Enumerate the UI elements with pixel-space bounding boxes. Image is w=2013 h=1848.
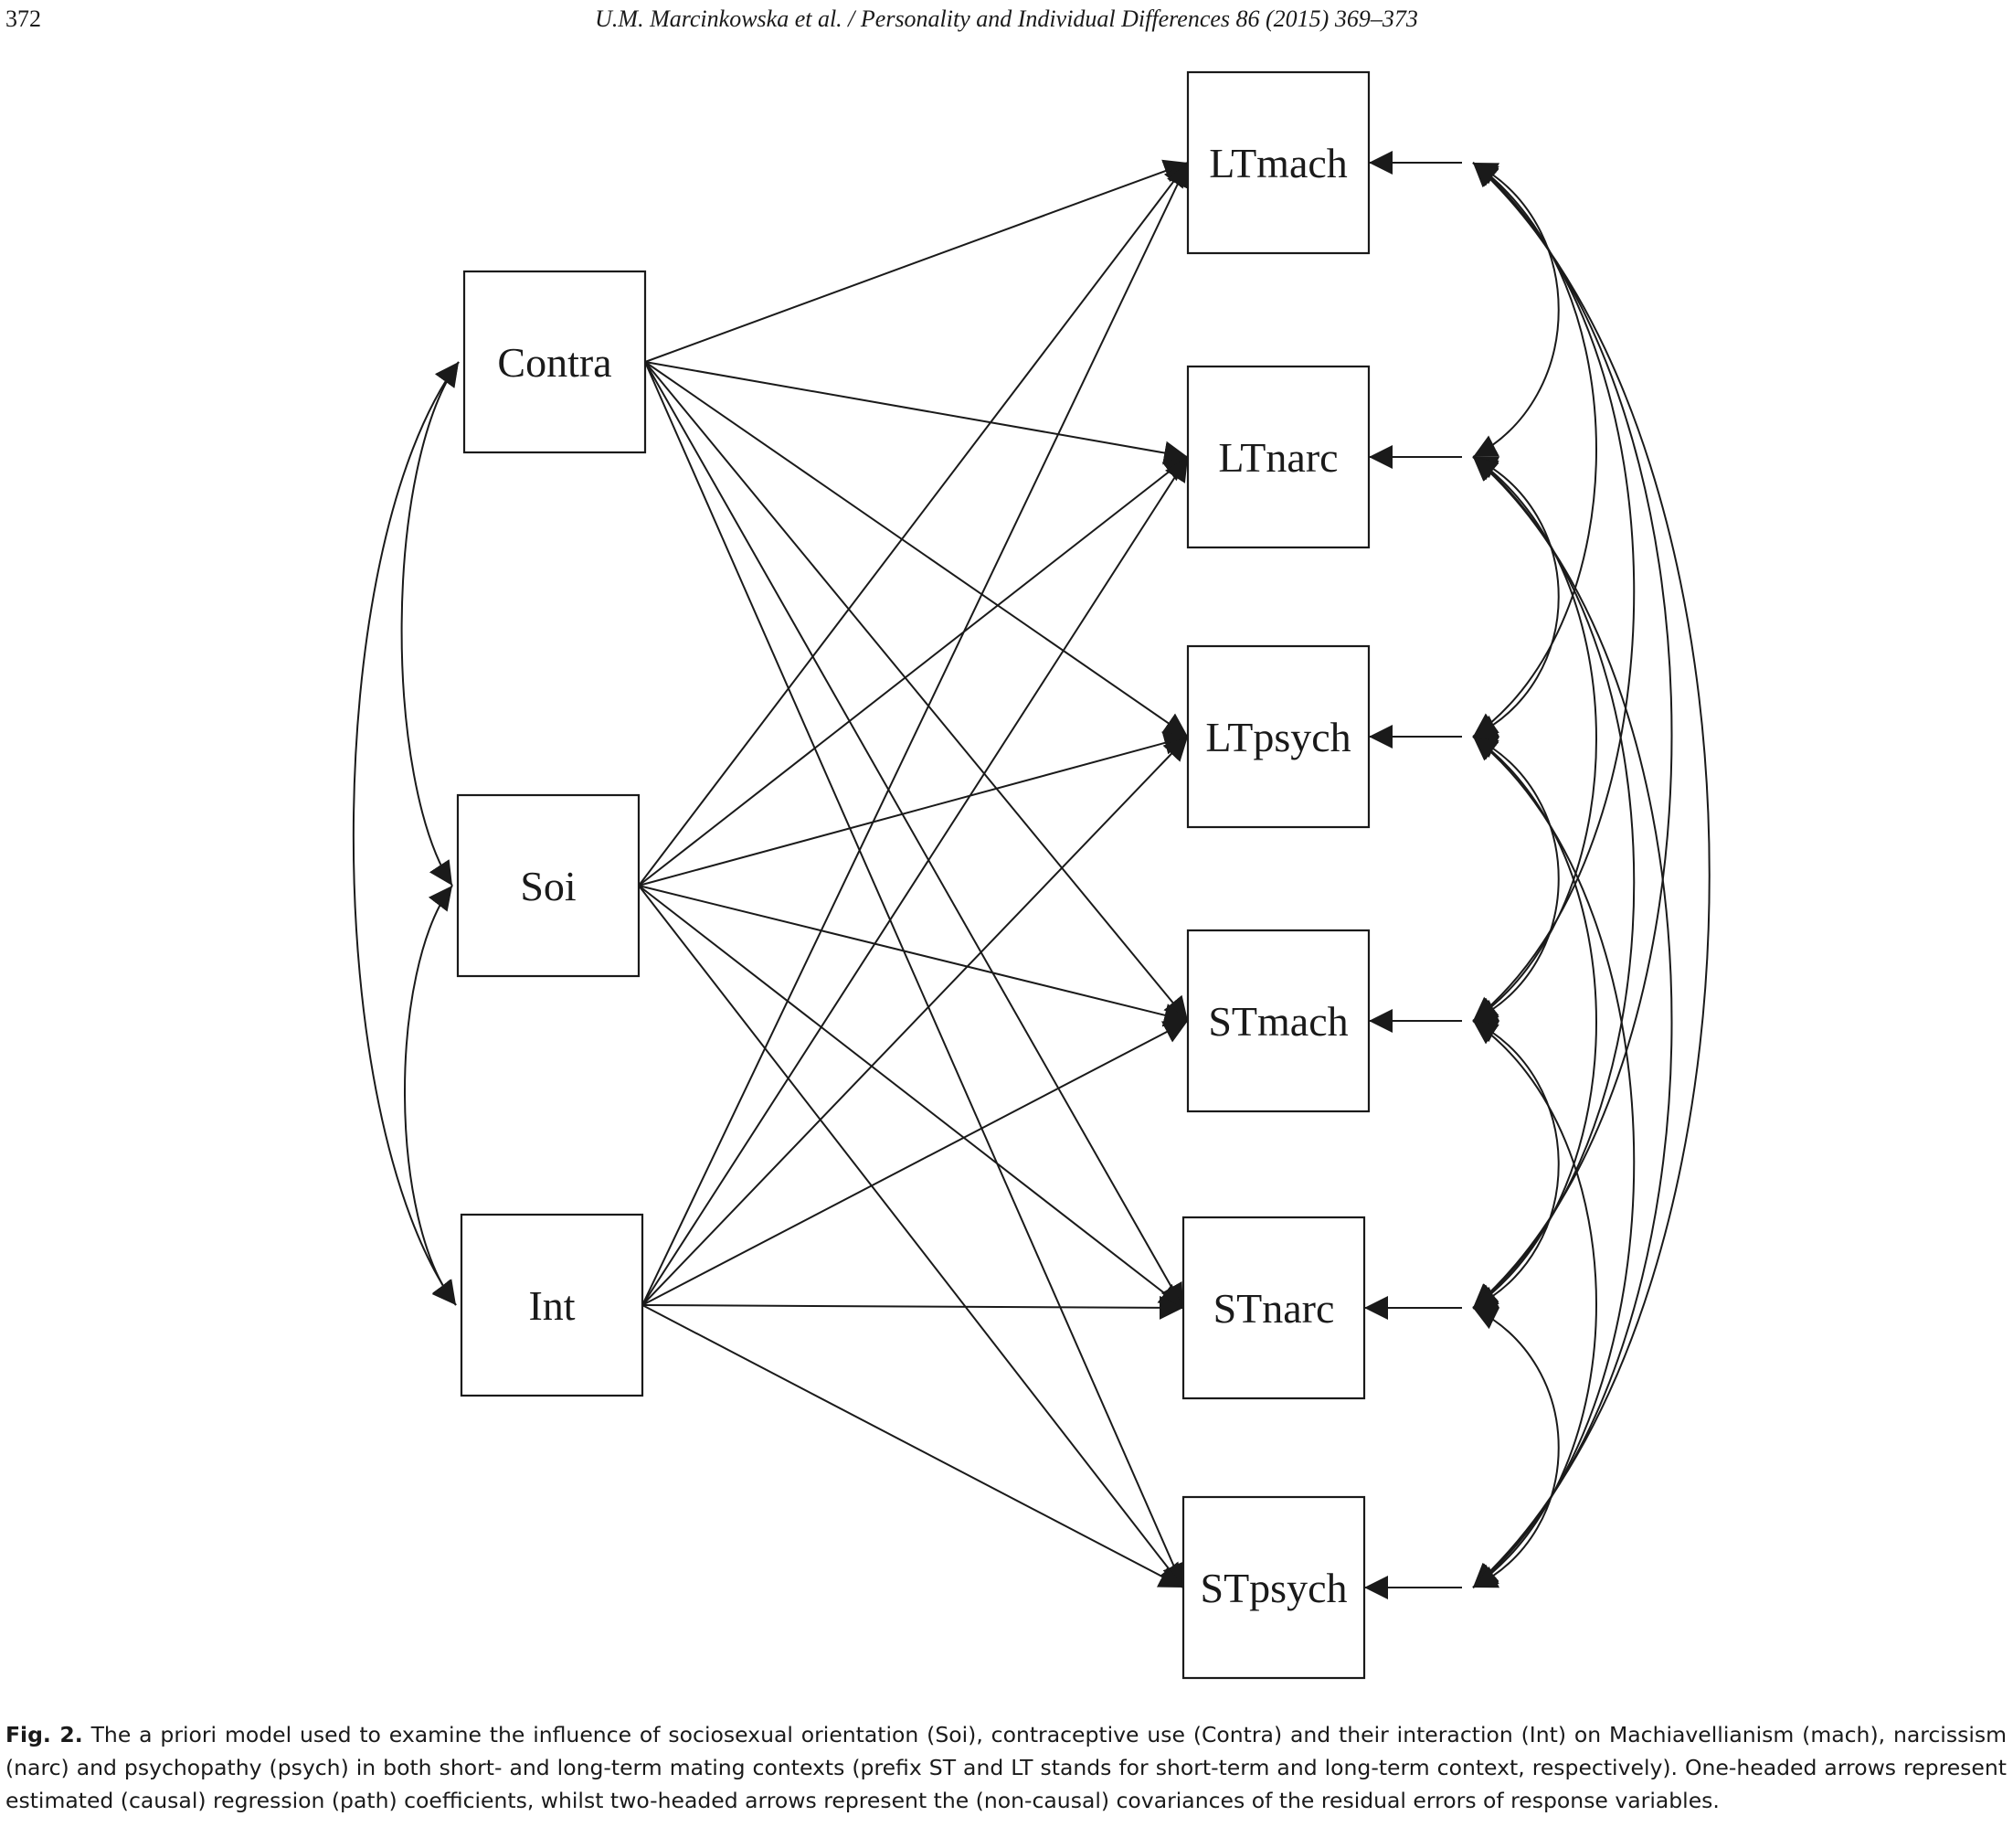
node-label-stmach: STmach xyxy=(1208,998,1348,1045)
node-ltpsych: LTpsych xyxy=(1186,644,1371,829)
caption-label: Fig. 2. xyxy=(5,1722,83,1747)
path-int-to-stmach xyxy=(641,1020,1189,1306)
node-label-ltmach: LTmach xyxy=(1209,140,1348,186)
figure-caption: Fig. 2. The a priori model used to exami… xyxy=(5,1718,2007,1817)
covariance-ltmach-ltnarc xyxy=(1472,162,1560,458)
node-ltmach: LTmach xyxy=(1186,70,1371,255)
node-stmach: STmach xyxy=(1186,929,1371,1113)
covariance-ltnarc-stpsych xyxy=(1472,456,1673,1588)
covariance-ltpsych-stnarc xyxy=(1472,736,1597,1309)
node-box-soi xyxy=(456,793,641,978)
node-label-contra: Contra xyxy=(497,339,611,386)
node-stpsych: STpsych xyxy=(1181,1495,1366,1680)
node-box-stmach xyxy=(1186,929,1371,1113)
node-ltnarc: LTnarc xyxy=(1186,365,1371,549)
node-label-stpsych: STpsych xyxy=(1201,1565,1348,1611)
path-contra-to-ltpsych xyxy=(644,361,1189,738)
path-soi-to-stmach xyxy=(638,885,1189,1027)
covariance-ltnarc-stnarc xyxy=(1472,456,1636,1309)
path-int-to-ltnarc xyxy=(641,456,1189,1306)
node-box-ltmach xyxy=(1186,70,1371,255)
path-int-to-ltpsych xyxy=(641,736,1189,1306)
path-int-to-stnarc xyxy=(641,1295,1184,1320)
node-label-ltpsych: LTpsych xyxy=(1205,714,1351,760)
page-number: 372 xyxy=(5,5,41,32)
node-label-stnarc: STnarc xyxy=(1213,1285,1335,1332)
page-header: 372 U.M. Marcinkowska et al. / Personali… xyxy=(0,5,2013,33)
path-soi-to-stnarc xyxy=(638,885,1184,1309)
node-soi: Soi xyxy=(456,793,641,978)
path-contra-to-stnarc xyxy=(644,361,1184,1309)
covariance-stmach-stpsych xyxy=(1472,1020,1597,1588)
node-contra: Contra xyxy=(462,270,647,454)
node-box-contra xyxy=(462,270,647,454)
node-box-ltpsych xyxy=(1186,644,1371,829)
covariance-soi-int xyxy=(404,885,457,1306)
covariance-ltpsych-stpsych xyxy=(1472,736,1636,1588)
node-label-ltnarc: LTnarc xyxy=(1218,434,1338,481)
covariance-contra-int xyxy=(352,361,460,1306)
path-soi-to-stpsych xyxy=(638,885,1184,1588)
covariance-stmach-stnarc xyxy=(1472,1020,1560,1309)
node-box-int xyxy=(460,1213,644,1397)
covariance-ltmach-stnarc xyxy=(1472,162,1673,1309)
path-int-to-ltmach xyxy=(641,162,1189,1306)
node-label-soi: Soi xyxy=(520,863,576,909)
path-soi-to-ltmach xyxy=(638,162,1189,887)
path-int-to-stpsych xyxy=(641,1304,1184,1588)
covariance-ltmach-ltpsych xyxy=(1472,162,1597,738)
node-box-stpsych xyxy=(1181,1495,1366,1680)
node-int: Int xyxy=(460,1213,644,1397)
covariance-ltmach-stmach xyxy=(1472,162,1636,1022)
node-stnarc: STnarc xyxy=(1181,1216,1366,1400)
node-label-int: Int xyxy=(528,1282,575,1329)
node-box-stnarc xyxy=(1181,1216,1366,1400)
covariance-ltnarc-stmach xyxy=(1472,456,1597,1022)
path-soi-to-ltnarc xyxy=(638,456,1189,887)
path-contra-to-stmach xyxy=(644,361,1189,1022)
covariance-ltpsych-stmach xyxy=(1472,736,1560,1022)
covariance-ltmach-stpsych xyxy=(1472,162,1711,1588)
path-contra-to-ltnarc xyxy=(644,361,1189,465)
caption-text: The a priori model used to examine the i… xyxy=(5,1722,2007,1813)
path-contra-to-stpsych xyxy=(644,361,1185,1588)
path-contra-to-ltmach xyxy=(644,159,1189,363)
covariance-ltnarc-ltpsych xyxy=(1472,456,1560,738)
node-box-ltnarc xyxy=(1186,365,1371,549)
path-soi-to-ltpsych xyxy=(638,731,1189,887)
covariance-stnarc-stpsych xyxy=(1472,1307,1560,1588)
covariance-contra-soi xyxy=(400,361,460,887)
running-head: U.M. Marcinkowska et al. / Personality a… xyxy=(595,5,1418,32)
